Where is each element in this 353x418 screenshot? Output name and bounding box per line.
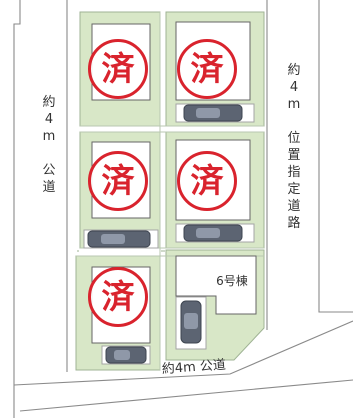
row-dividers [76, 125, 264, 257]
sold-text-4: 済 [190, 160, 224, 200]
sold-text-1: 済 [101, 48, 135, 88]
car-icon-4 [183, 224, 243, 242]
west-road-label: 約 4 m 公 道 [42, 95, 56, 195]
sold-text-2: 済 [190, 48, 224, 88]
sold-stamp-5: 済 [88, 267, 148, 327]
sold-text-3: 済 [101, 160, 135, 200]
sold-stamp-4: 済 [177, 151, 237, 211]
south-road-outer-edge [19, 379, 353, 412]
sold-stamp-1: 済 [88, 39, 148, 99]
south-road-edge [13, 320, 353, 386]
building-6 [175, 255, 257, 315]
east-road-outer-edge [318, 0, 353, 313]
west-road-outline [13, 0, 21, 418]
sold-stamp-3: 済 [88, 151, 148, 211]
sold-text-5: 済 [101, 276, 135, 316]
boundary-ticks [77, 250, 165, 252]
car-icon-6 [180, 300, 202, 344]
sold-stamp-2: 済 [177, 39, 237, 99]
east-road-label: 約 4 m 位 置 指 定 道 路 [287, 63, 301, 231]
car-icon-5 [105, 346, 147, 364]
car-icon-3 [87, 230, 151, 248]
car-icon-2 [183, 104, 243, 122]
unit-6-label: 6号棟 [216, 274, 248, 288]
